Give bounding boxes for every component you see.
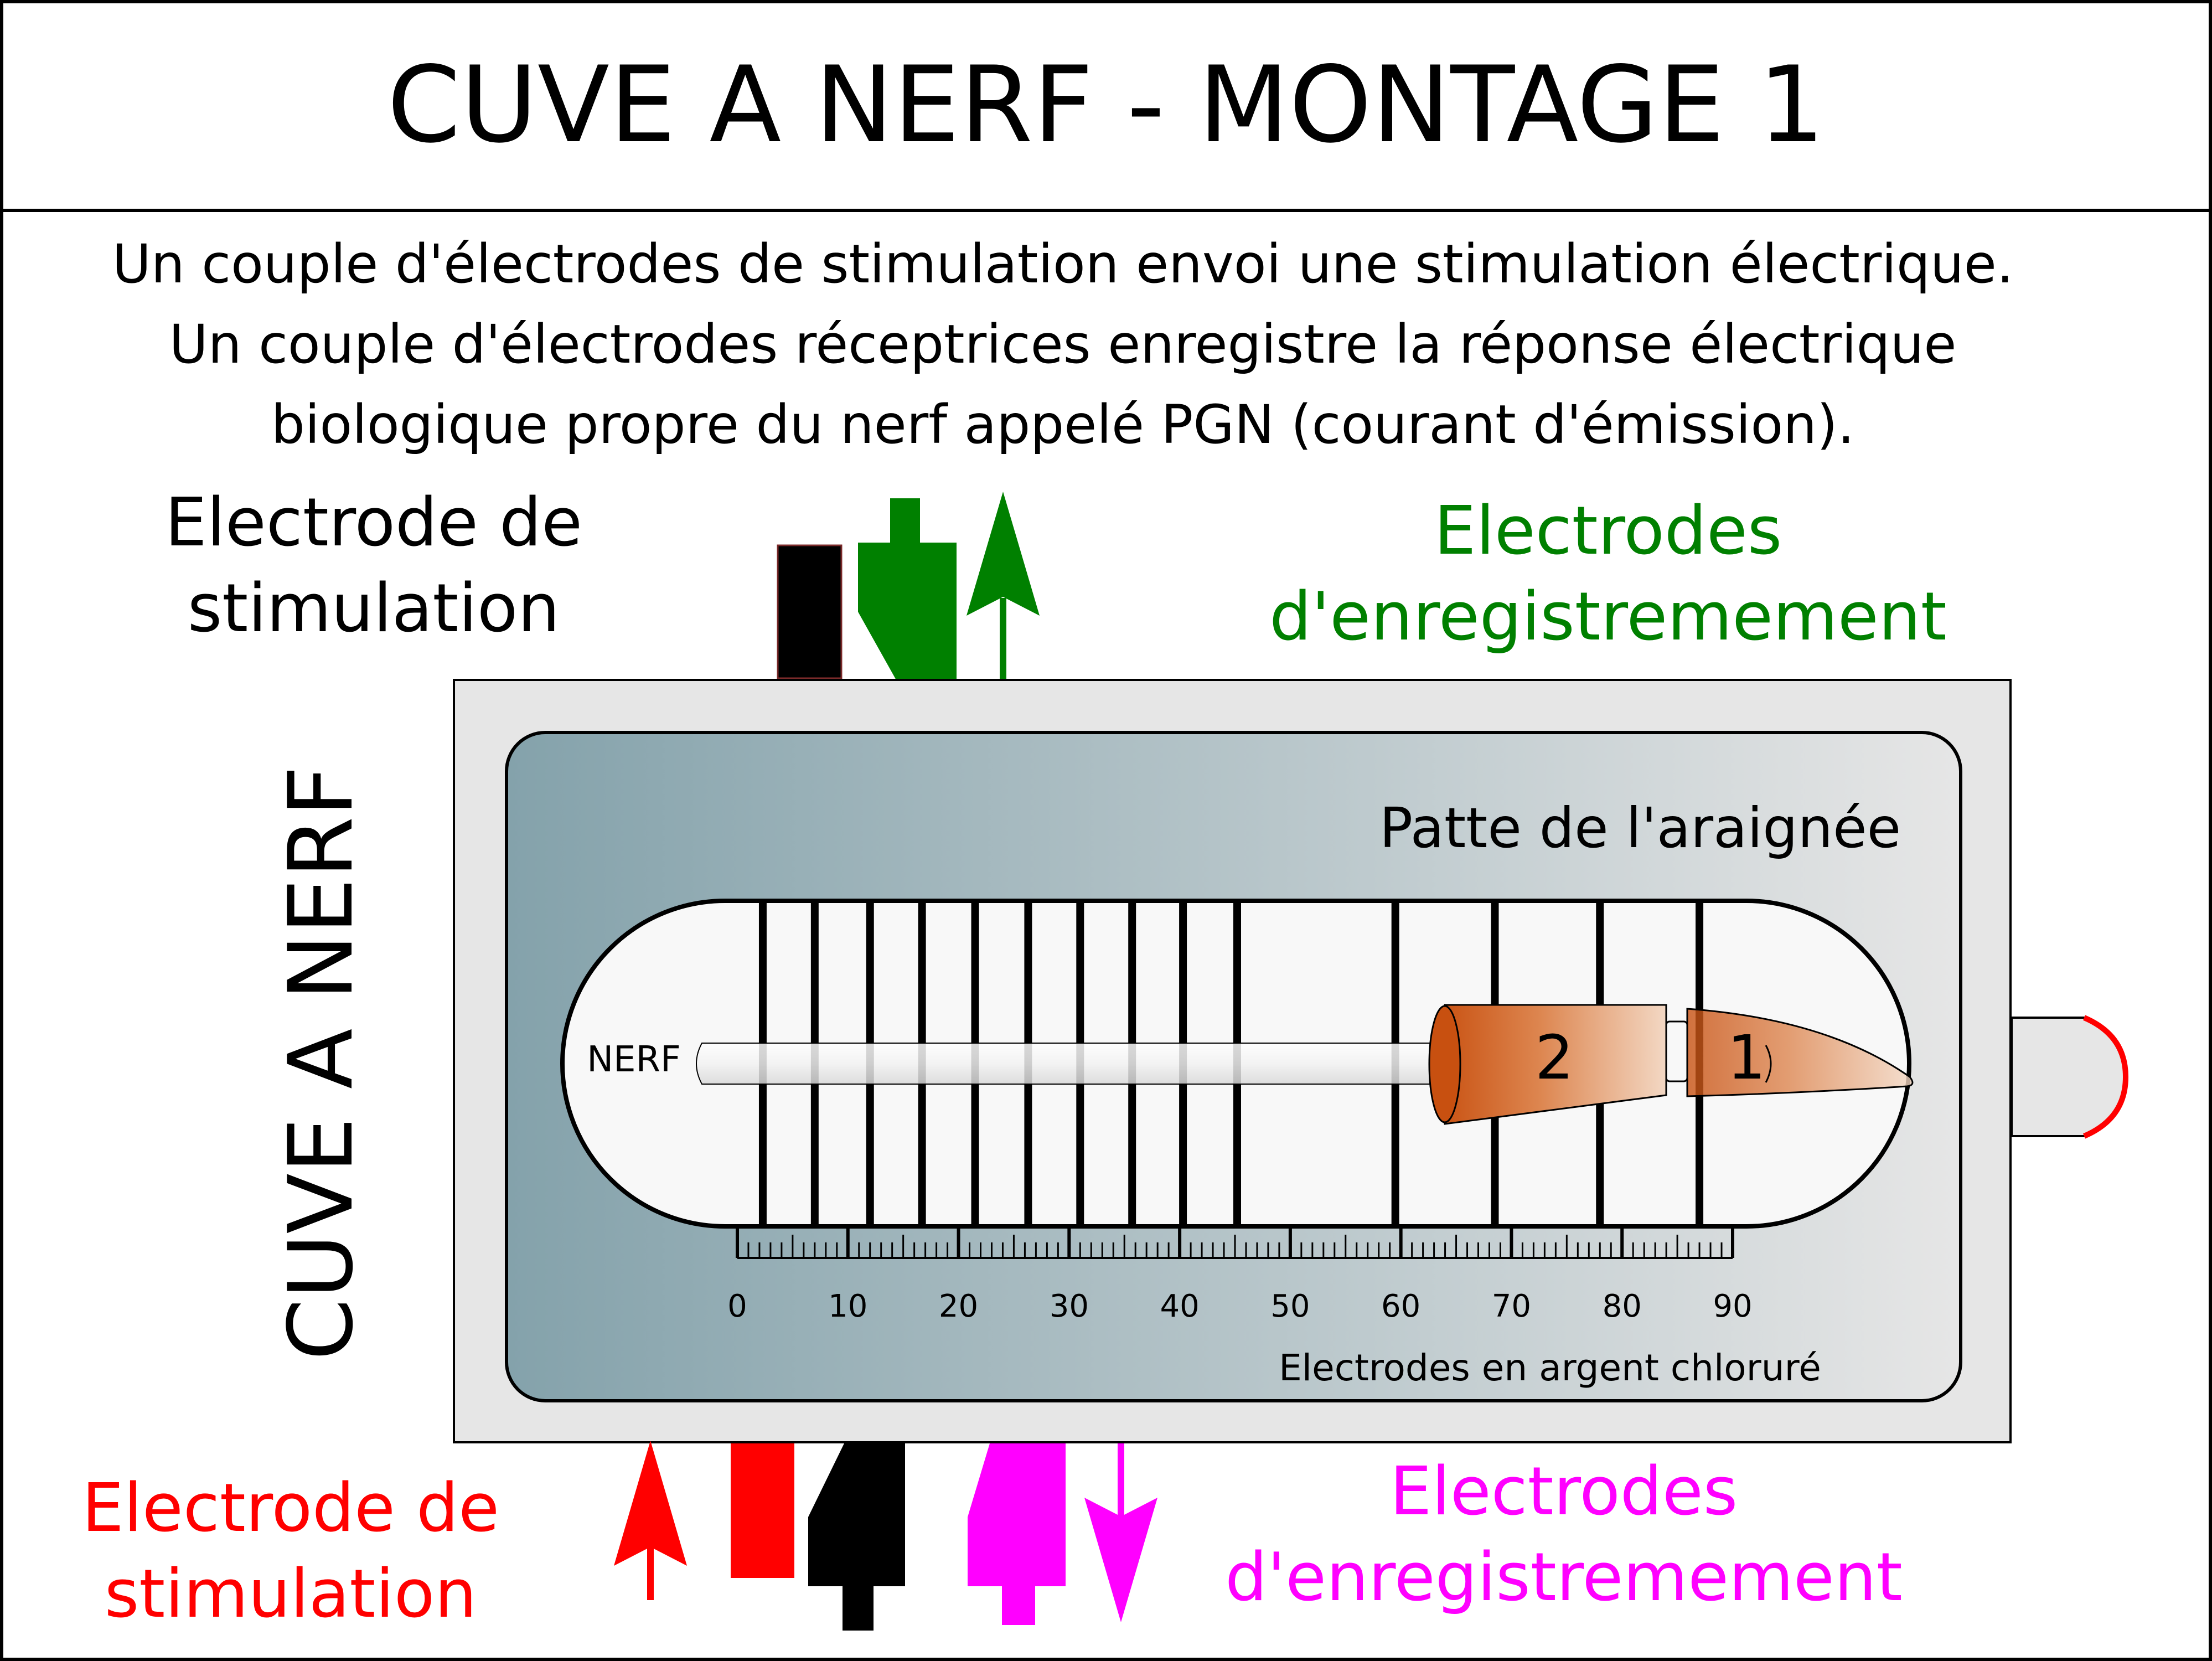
green-signal-arrow-head [967, 492, 1040, 616]
ruler-tick-label: 70 [1492, 1288, 1531, 1324]
stimulation-electrode-label-top-1: Electrode de [165, 484, 582, 561]
nerve-label: NERF [587, 1039, 681, 1080]
magenta-signal-arrow-head [1084, 1498, 1157, 1622]
description-line-3: biologique propre du nerf appelé PGN (co… [271, 394, 1854, 456]
ruler-tick-label: 30 [1050, 1288, 1089, 1324]
black-recording-plug[interactable] [808, 1443, 905, 1631]
description-line-1: Un couple d'électrodes de stimulation en… [112, 233, 2014, 295]
segment-1-label: 1 [1727, 1022, 1766, 1093]
ruler-tick-label: 80 [1603, 1288, 1642, 1324]
red-signal-arrow-head [614, 1441, 687, 1566]
green-recording-plug[interactable] [858, 498, 957, 681]
electrodes-caption: Electrodes en argent chloruré [1279, 1347, 1821, 1389]
ruler-tick-label: 0 [727, 1288, 747, 1324]
segment-1-joint-mark [1765, 1045, 1772, 1083]
ruler-tick-label: 10 [828, 1288, 867, 1324]
stimulation-electrode-label-bottom-1: Electrode de [82, 1470, 499, 1547]
black-stimulation-plug[interactable] [777, 544, 843, 679]
ruler-tick-label: 90 [1713, 1288, 1752, 1324]
stimulation-electrode-label-bottom-2: stimulation [105, 1556, 477, 1633]
magenta-recording-plug[interactable] [968, 1443, 1066, 1625]
diagram-title: CUVE A NERF - MONTAGE 1 [387, 44, 1825, 166]
red-stimulation-plug[interactable] [731, 1443, 794, 1578]
ruler-tick-label: 60 [1381, 1288, 1420, 1324]
segment-2-label: 2 [1535, 1022, 1574, 1093]
recording-electrodes-label-bottom-1: Electrodes [1390, 1453, 1738, 1530]
side-connector-red-edge [2083, 1015, 2129, 1139]
description-line-2: Un couple d'électrodes réceptrices enreg… [169, 313, 1957, 375]
spider-leg-label: Patte de l'araignée [1379, 796, 1901, 860]
ruler-tick-label: 20 [939, 1288, 978, 1324]
recording-electrodes-label-top-1: Electrodes [1434, 493, 1782, 570]
recording-electrodes-label-bottom-2: d'enregistremement [1225, 1539, 1903, 1616]
spider-leg-joint [1665, 1020, 1688, 1082]
spider-leg-segment-1 [1686, 1008, 1914, 1097]
millimeter-ruler: 0 10 20 30 40 50 60 70 80 90 [727, 1227, 1753, 1324]
recording-electrodes-label-top-2: d'enregistremement [1269, 579, 1947, 656]
nerve-fiber [696, 1043, 1445, 1085]
ruler-tick-label: 50 [1270, 1288, 1310, 1324]
stimulation-electrode-label-top-2: stimulation [188, 570, 560, 647]
ruler-tick-label: 40 [1160, 1288, 1199, 1324]
chamber-vertical-label: CUVE A NERF [269, 766, 373, 1361]
spider-leg-cut-end [1428, 1005, 1461, 1123]
